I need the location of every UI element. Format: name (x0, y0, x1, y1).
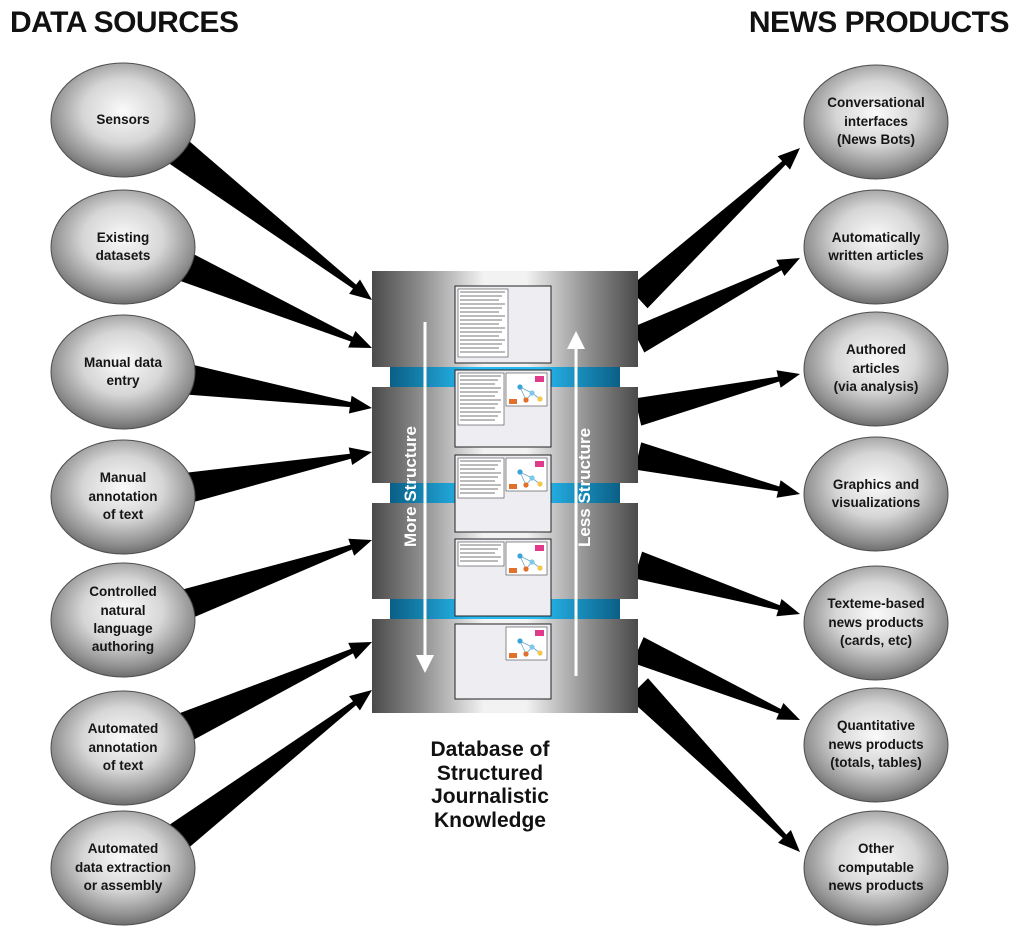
source-arrow (169, 140, 372, 300)
source-arrow (170, 690, 372, 849)
product-arrow (628, 678, 800, 852)
source-node-ellipse (50, 562, 196, 678)
document-cards (454, 285, 552, 700)
product-arrow (633, 551, 800, 617)
source-arrow (188, 447, 372, 502)
product-node-ellipse (803, 189, 949, 305)
source-arrow (183, 538, 372, 618)
data-sources-heading: DATA SOURCES (10, 6, 239, 39)
document-card (454, 538, 552, 617)
source-arrow (180, 642, 372, 741)
product-arrow (634, 442, 800, 498)
database-caption: Database of Structured Journalistic Know… (430, 738, 550, 832)
arrow-layer (169, 140, 800, 852)
product-node-ellipse (803, 565, 949, 681)
more-structure-label: More Structure (401, 426, 420, 547)
less-structure-label: Less Structure (575, 427, 594, 547)
product-node-ellipse (803, 810, 949, 926)
product-arrow (631, 258, 800, 353)
database-cylinder (372, 271, 638, 713)
document-card (454, 623, 552, 700)
news-products-heading: NEWS PRODUCTS (748, 6, 1009, 39)
source-node-ellipse (50, 189, 196, 305)
product-arrow (628, 148, 800, 309)
source-node-ellipse (50, 314, 196, 430)
source-node-ellipse (50, 439, 196, 555)
document-card (454, 285, 552, 364)
product-nodes (803, 64, 949, 926)
source-nodes (50, 62, 196, 926)
product-node-ellipse (803, 311, 949, 427)
source-node-ellipse (50, 810, 196, 926)
document-card (454, 369, 552, 448)
product-arrow (634, 370, 800, 426)
product-arrow (632, 637, 800, 720)
product-node-ellipse (803, 436, 949, 552)
product-node-ellipse (803, 64, 949, 180)
source-arrow (189, 365, 372, 414)
document-card (454, 454, 552, 533)
source-node-ellipse (50, 690, 196, 806)
product-node-ellipse (803, 687, 949, 803)
source-arrow (181, 253, 372, 348)
source-node-ellipse (50, 62, 196, 178)
